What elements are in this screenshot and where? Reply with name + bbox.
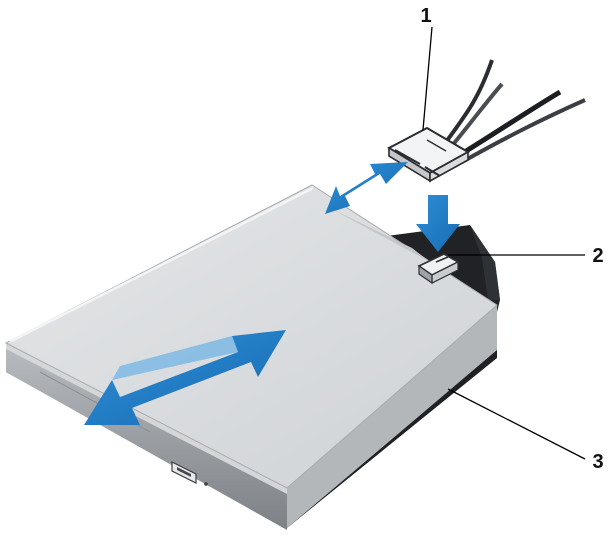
connector-plug-icon — [389, 128, 468, 181]
leader-line-1 — [423, 27, 432, 130]
connect-cable-arrow — [325, 162, 408, 214]
callout-number-3: 3 — [592, 451, 603, 473]
leader-line-3 — [448, 389, 585, 459]
callout-number-1: 1 — [420, 5, 431, 27]
cable — [440, 60, 585, 162]
callout-number-2: 2 — [592, 245, 603, 267]
